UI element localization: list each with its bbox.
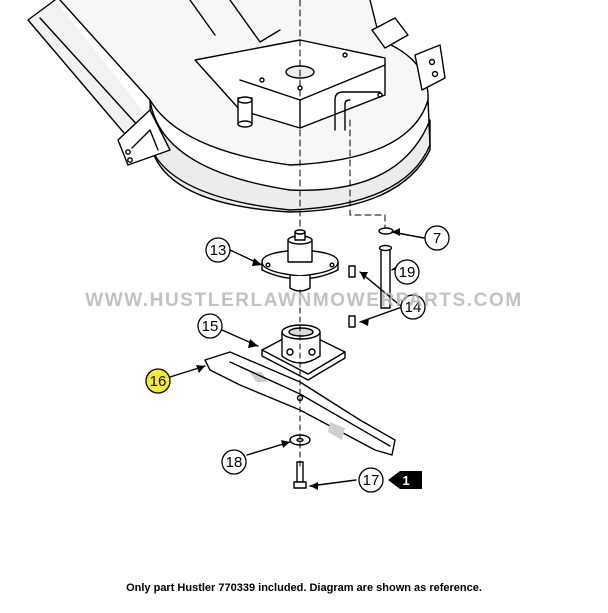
watermark-text: WWW.HUSTLERLAWNMOWERPARTS.COM [85, 290, 523, 311]
callout-15-label: 15 [202, 318, 219, 335]
callout-13-label: 13 [210, 242, 227, 259]
blade-adapter [261, 324, 346, 381]
callout-15: 15 [197, 313, 223, 339]
callout-17-label: 17 [363, 472, 380, 489]
callout-7-label: 7 [433, 230, 441, 247]
callout-13: 13 [205, 237, 231, 263]
callout-7: 7 [424, 225, 450, 251]
callout-14: 14 [400, 294, 426, 320]
caption-text: Only part Hustler 770339 included. Diagr… [126, 582, 482, 594]
mower-deck [27, 0, 446, 213]
spindle-housing [261, 229, 339, 292]
callout-18: 18 [221, 449, 247, 475]
callout-17: 17 [358, 467, 384, 493]
callout-16-label: 16 [150, 373, 167, 390]
callout-16: 16 [145, 368, 171, 394]
reference-tag: 1 [388, 471, 422, 489]
pin [348, 265, 356, 328]
callout-14-label: 14 [405, 299, 422, 316]
callout-18-label: 18 [226, 454, 243, 471]
callout-19-label: 19 [399, 264, 416, 281]
callout-group: 13 15 16 18 17 7 19 14 [145, 225, 450, 493]
callout-19: 19 [394, 259, 420, 285]
washer [378, 227, 394, 235]
reference-tag-label: 1 [402, 473, 409, 488]
long-bolt [378, 244, 393, 309]
